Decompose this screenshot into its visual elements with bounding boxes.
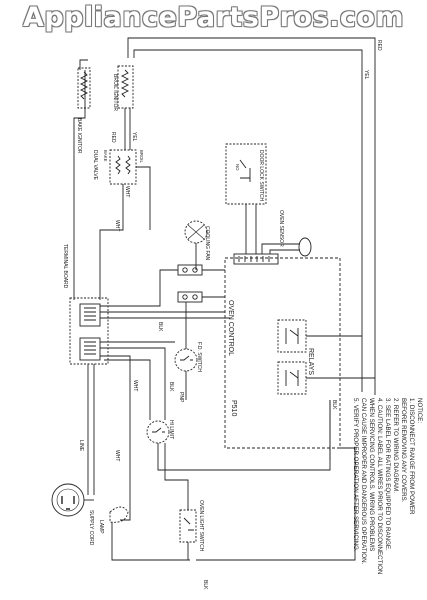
control-connector xyxy=(233,253,279,265)
label-wht-bottom: WHT xyxy=(114,450,120,461)
wire-valve-right xyxy=(136,166,151,230)
notes-line-1: 1. DISCONNECT RANGE FROM POWER xyxy=(408,398,415,515)
fd-switch xyxy=(174,348,198,372)
cooling-fan xyxy=(184,220,208,244)
wire-blk-2 xyxy=(100,347,166,420)
hi-limit xyxy=(146,420,170,444)
label-yel-valve: YEL xyxy=(131,132,137,142)
label-bake-ignitor: BAKE IGNITOR xyxy=(76,118,82,154)
broil-ignitor xyxy=(117,65,134,109)
watermark: AppliancePartsPros.com xyxy=(22,2,405,33)
oven-control xyxy=(224,257,341,449)
wire-wht-1 xyxy=(100,269,178,307)
fd-terminal xyxy=(177,291,203,303)
relay-2 xyxy=(277,361,307,395)
label-oven-sensor: OVEN SENSOR xyxy=(278,210,284,247)
label-p510: P510 xyxy=(230,400,237,416)
label-wht-mid: WHT xyxy=(114,220,120,231)
notice-block: NOTICE: 1. DISCONNECT RANGE FROM POWER B… xyxy=(352,398,423,574)
label-blk-mid: BLK xyxy=(157,322,163,332)
label-hi-limit: HI LIMIT xyxy=(168,420,174,439)
wire-wht-lower xyxy=(100,355,131,521)
notes-line-6: WHEN SERVICING CONTROLS. WIRING PROBLEMS xyxy=(368,398,375,551)
label-blk-right: BLK xyxy=(331,400,337,410)
label-cooling-fan: COOLING FAN xyxy=(204,226,210,261)
label-blk-low: BLK xyxy=(168,382,174,392)
label-lamp: LAMP xyxy=(98,520,104,534)
label-oven-light-switch: OVEN LIGHT SWITCH xyxy=(198,500,204,552)
label-terminal-board: TERMINAL BOARD xyxy=(62,244,68,289)
label-door-lock-switch: DOOR LOCK SWITCH xyxy=(258,150,264,202)
wire-bake-ignitor-left xyxy=(79,59,88,70)
label-nc: NO xyxy=(235,164,240,171)
wire-valve-wht xyxy=(99,184,124,300)
notes-line-5: 4. CAUTION: LABEL ALL WIRES PRIOR TO DIS… xyxy=(376,398,383,574)
dual-valve xyxy=(109,149,137,185)
label-relays: RELAYS xyxy=(307,348,314,375)
label-wht-lower: WHT xyxy=(132,380,138,391)
label-supply-cord: SUPPLY CORD xyxy=(88,510,94,546)
label-yel-top: YEL xyxy=(363,70,369,80)
notes-line-7: CAN CAUSE IMPROPER AND DANGEROUS OPERATI… xyxy=(360,398,367,565)
label-bake: BAKE xyxy=(103,150,108,162)
wire-red-top xyxy=(127,37,376,395)
label-red-valve: RED xyxy=(110,132,116,143)
lamp xyxy=(109,506,129,523)
label-line: LINE xyxy=(78,440,84,452)
label-wht-valve: WHT xyxy=(124,186,130,197)
notes-line-4: 3. SEE LABEL FOR RATINGS EQUIPPED TO RAN… xyxy=(384,398,391,551)
label-red-top: RED xyxy=(376,40,382,51)
notes-line-8: 5. VERIFY PROPER OPERATION AFTER SERVICI… xyxy=(352,398,359,552)
notes-line-3: 2. REFER TO WIRING DIAGRAM. xyxy=(392,398,399,493)
bake-ignitor xyxy=(77,67,91,109)
wire-bake-ignitor-out xyxy=(73,70,86,300)
wire-blk-lower xyxy=(104,359,151,420)
label-dual-valve: DUAL VALVE xyxy=(92,150,98,181)
label-broil: BROIL xyxy=(139,150,144,164)
notes-line-2: BEFORE REMOVING ANY COVERS. xyxy=(400,398,407,503)
label-blk-bottom: BLK xyxy=(202,580,208,590)
notes-title: NOTICE: xyxy=(416,398,423,423)
oven-sensor xyxy=(298,237,312,257)
label-broil-ignitor: BROIL IGNITOR xyxy=(112,74,118,111)
fan-terminal xyxy=(177,264,203,276)
label-oven-control: OVEN CONTROL xyxy=(227,300,234,356)
oven-light-switch xyxy=(179,509,197,543)
wire-yel-top xyxy=(133,49,363,392)
label-pnp: PNP xyxy=(178,392,184,403)
terminal-board xyxy=(69,297,109,365)
relay-1 xyxy=(277,319,307,353)
label-fd-switch: F.D. SWITCH xyxy=(196,342,202,372)
